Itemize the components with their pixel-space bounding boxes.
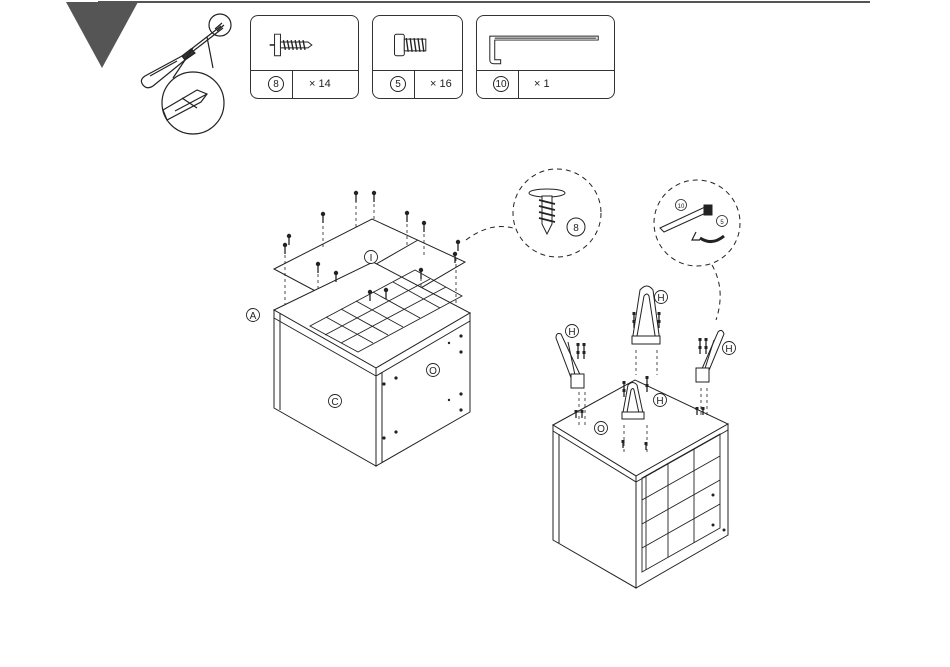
label-panel-a: A <box>250 311 257 322</box>
screw-callout <box>466 169 601 257</box>
label-leg-h-front: H <box>656 396 663 407</box>
label-panel-o-left: O <box>429 366 437 377</box>
label-leg-h-right: H <box>725 344 732 355</box>
hairpin-legs <box>556 286 724 419</box>
label-panel-c: C <box>331 397 338 408</box>
callout-key-id: 10 <box>678 204 685 210</box>
callout-screw-id: 8 <box>573 223 579 234</box>
label-panel-i: I <box>370 253 373 264</box>
label-leg-h-top: H <box>657 293 664 304</box>
label-panel-o-right: O <box>597 424 605 435</box>
label-leg-h-left: H <box>568 327 575 338</box>
left-cabinet <box>274 198 470 466</box>
